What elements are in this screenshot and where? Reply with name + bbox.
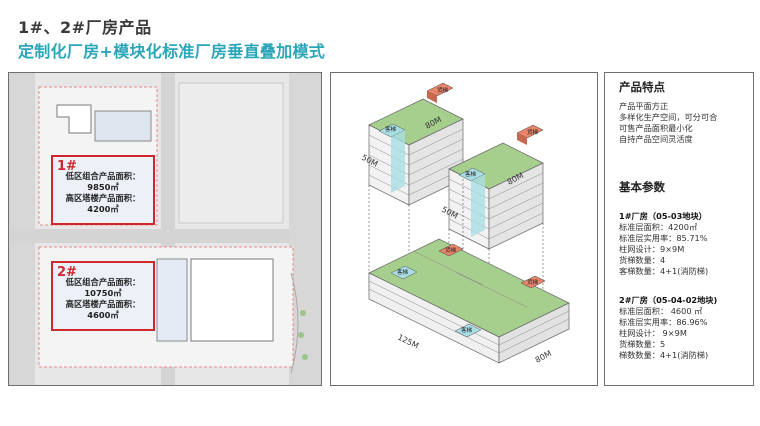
dim-80m-podium: 80M bbox=[534, 349, 553, 365]
plot-2-highlight[interactable]: 2# 低区组合产品面积： 10750㎡ 高区塔楼产品面积： 4600㎡ bbox=[51, 261, 155, 331]
building-2-param: 货梯数量：5 bbox=[619, 339, 666, 349]
plot-2-number: 2# bbox=[57, 265, 77, 280]
building-2-title: 2#厂房（05-04-02地块) bbox=[619, 295, 718, 305]
page-subtitle: 定制化厂房+模块化标准厂房垂直叠加模式 bbox=[18, 42, 326, 61]
plot-2-low-value: 10750㎡ bbox=[84, 288, 122, 298]
site-plan: 1# 低区组合产品面积： 9850㎡ 高区塔楼产品面积： 4200㎡ 2# 低区… bbox=[8, 72, 322, 386]
passenger-lift-label-4: 客梯 bbox=[461, 326, 473, 334]
building-2-param: 标准层实用率：86.96% bbox=[619, 317, 708, 327]
axonometric-diagram: 货梯 货梯 货梯 货梯 客梯 客梯 客梯 客梯 50M 50M 80M 80M … bbox=[330, 72, 598, 386]
building-1-param: 标准层面积：4200㎡ bbox=[619, 222, 698, 232]
page-title: 1#、2#厂房产品 bbox=[18, 18, 152, 37]
plot-1-high-label: 高区塔楼产品面积： bbox=[65, 193, 141, 203]
feature-item: 多样化生产空间，可分可合 bbox=[619, 112, 718, 122]
info-panel: 产品特点 产品平面方正 多样化生产空间，可分可合 可售产品面积最小化 自持产品空… bbox=[604, 72, 754, 386]
passenger-lift-label-1: 客梯 bbox=[385, 125, 397, 133]
freight-lift-label-2: 货梯 bbox=[527, 128, 539, 136]
building-1-param: 标准层实用率：85.71% bbox=[619, 233, 708, 243]
right-tower bbox=[448, 124, 544, 250]
building-2-param: 梯数数量：4+1(消防梯) bbox=[619, 350, 709, 360]
feature-item: 产品平面方正 bbox=[619, 101, 669, 111]
features-heading: 产品特点 bbox=[619, 80, 665, 94]
plot-1-number: 1# bbox=[57, 159, 77, 174]
building-1-title: 1#厂房（05-03地块） bbox=[619, 211, 707, 221]
plot-1-low-label: 低区组合产品面积： bbox=[65, 171, 141, 181]
freight-lift-label-1: 货梯 bbox=[437, 86, 449, 94]
feature-item: 自持产品空间灵活度 bbox=[619, 134, 693, 144]
building-2-param: 标准层面积： 4600 ㎡ bbox=[619, 306, 703, 316]
building-1-param: 柱网设计：9×9M bbox=[619, 244, 685, 254]
dim-125m: 125M bbox=[396, 333, 420, 351]
feature-item: 可售产品面积最小化 bbox=[619, 123, 693, 133]
podium-block bbox=[368, 238, 570, 364]
freight-lift-label-4: 货梯 bbox=[527, 278, 539, 286]
plot-1-highlight[interactable]: 1# 低区组合产品面积： 9850㎡ 高区塔楼产品面积： 4200㎡ bbox=[51, 155, 155, 225]
passenger-lift-label-2: 客梯 bbox=[465, 170, 477, 178]
plot-2-high-label: 高区塔楼产品面积： bbox=[65, 299, 141, 309]
plot-2-high-value: 4600㎡ bbox=[87, 310, 119, 320]
freight-lift-label-3: 货梯 bbox=[445, 246, 457, 254]
params-heading: 基本参数 bbox=[619, 180, 665, 194]
plot-2-low-label: 低区组合产品面积： bbox=[65, 277, 141, 287]
building-1-param: 客梯数量：4+1(消防梯) bbox=[619, 266, 709, 276]
passenger-lift-label-3: 客梯 bbox=[397, 268, 409, 276]
plot-1-low-value: 9850㎡ bbox=[87, 182, 119, 192]
plot-1-high-value: 4200㎡ bbox=[87, 204, 119, 214]
site-plan-drawing bbox=[9, 73, 321, 385]
building-2-param: 柱网设计： 9×9M bbox=[619, 328, 687, 338]
building-1-param: 货梯数量：4 bbox=[619, 255, 666, 265]
